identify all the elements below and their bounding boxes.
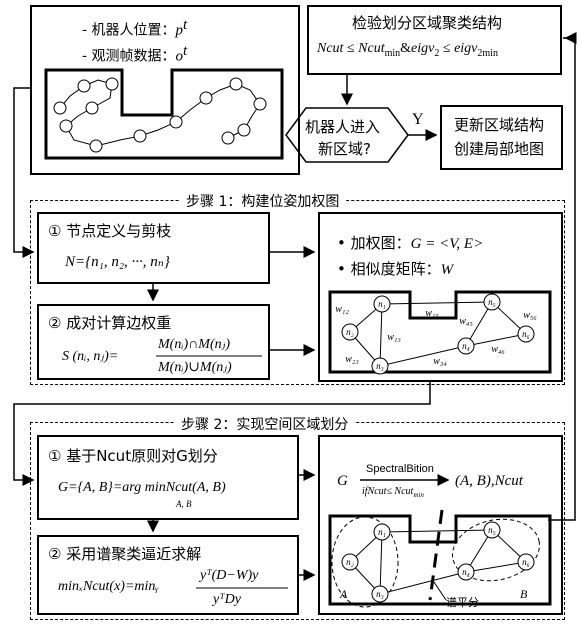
spectral-denominator: yᵀDy [213, 592, 241, 607]
edge-formula-lhs: S (nᵢ, nⱼ)= [62, 349, 119, 364]
spectral-arrow-top: SpectralBition [366, 463, 434, 475]
graph-bullet1: • 加权图：G = <V, E> [337, 234, 484, 252]
spectral-numerator: yᵀ(D−W)y [200, 568, 259, 583]
observation-frame-line: - 观测帧数据：ot [82, 43, 188, 65]
node-definition-box [37, 212, 270, 284]
spectral-arrow-cond: ifNcut≤ Ncutmin [362, 486, 424, 499]
cut-label: 谱平分 [446, 596, 479, 609]
check-cluster-formula: Ncut ≤ Ncutmin&eigv2 ≤ eigv2min [317, 41, 498, 59]
node-definition-title: ① 节点定义与剪枝 [48, 222, 172, 240]
step2-title: 步骤 2：实现空间区域划分 [175, 414, 355, 434]
check-cluster-title: 检验划分区域聚类结构 [352, 14, 503, 32]
graph-bullet2: • 相似度矩阵：W [337, 260, 454, 278]
robot-position-line: - 机器人位置：pt [82, 17, 188, 39]
spectral-title: ② 采用谱聚类逼近求解 [48, 545, 202, 563]
check-cluster-box [307, 5, 562, 75]
update-region-line2: 创建局部地图 [454, 140, 545, 158]
edge-formula-denominator: M(nᵢ)∪M(nⱼ) [158, 360, 232, 375]
region-a-label: A [340, 587, 348, 601]
edge-weight-box [37, 304, 270, 380]
step1-title: 步骤 1：构建位姿加权图 [180, 191, 346, 211]
spectral-box [37, 535, 299, 615]
region-b-label: B [520, 587, 528, 601]
decision-label-line1: 机器人进入 [305, 118, 381, 136]
update-region-box [440, 105, 563, 170]
decision-yes-label: Y [412, 111, 424, 128]
spectral-result: (A, B),Ncut [455, 473, 523, 489]
update-region-line1: 更新区域结构 [454, 116, 545, 134]
node-set: N={n₁, n₂, ···, nₙ} [65, 254, 170, 270]
ncut-formula: G={A, B}=arg minNcut(A, B) [58, 480, 226, 495]
edge-formula-numerator: M(nᵢ)∩M(nⱼ) [158, 337, 230, 352]
spectral-G: G [337, 473, 348, 489]
spectral-lhs: minₓNcut(x)=minᵧ [58, 579, 159, 594]
edge-weight-title: ② 成对计算边权重 [48, 314, 172, 332]
ncut-subscript: A, B [176, 499, 192, 509]
ncut-title: ① 基于Ncut原则对G划分 [48, 447, 218, 465]
decision-label-line2: 新区域? [318, 140, 371, 158]
